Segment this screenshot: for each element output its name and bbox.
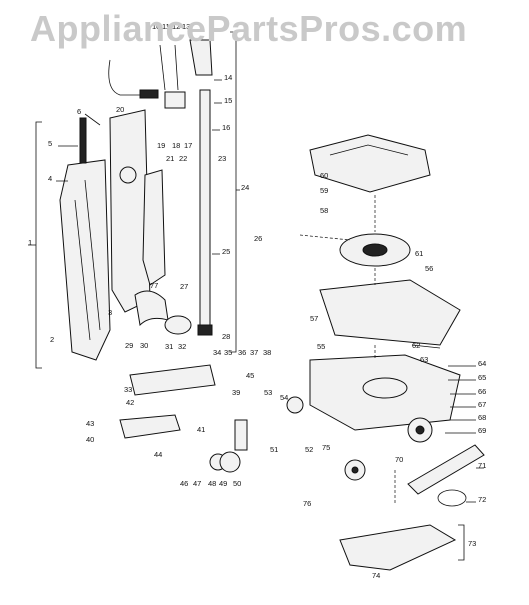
callout-56: 56	[425, 264, 433, 273]
base-housing	[309, 354, 461, 431]
switch-assembly	[159, 44, 186, 109]
callout-51: 51	[270, 445, 278, 454]
inner-bag	[142, 169, 166, 286]
callout-74: 74	[372, 571, 380, 580]
callout-16: 16	[222, 123, 230, 132]
callout-59: 59	[320, 186, 328, 195]
callout-23: 23	[218, 154, 226, 163]
callout-12: 12	[172, 22, 180, 31]
callout-73: 73	[468, 539, 476, 548]
callout-18: 18	[172, 141, 180, 150]
callout-64: 64	[478, 359, 486, 368]
callout-66: 66	[478, 387, 486, 396]
agitator	[407, 444, 485, 495]
callout-35: 35	[224, 348, 232, 357]
callout-30: 30	[140, 341, 148, 350]
callout-20: 20	[116, 105, 124, 114]
callout-22: 22	[179, 154, 187, 163]
callout-27: 27	[180, 282, 188, 291]
callout-49: 49	[219, 479, 227, 488]
callout-42: 42	[126, 398, 134, 407]
callout-40: 40	[86, 435, 94, 444]
callout-5: 5	[48, 139, 52, 148]
callout-24: 24	[241, 183, 249, 192]
motor-fan	[339, 233, 411, 267]
handle-tube	[189, 39, 213, 336]
hose	[134, 290, 192, 335]
bumper	[319, 279, 461, 346]
callout-10: 10	[152, 22, 160, 31]
cord-hook	[108, 59, 159, 99]
callout-58: 58	[320, 206, 328, 215]
callout-14: 14	[224, 73, 232, 82]
callout-68: 68	[478, 413, 486, 422]
callout-31: 31	[165, 342, 173, 351]
belt	[437, 489, 467, 507]
callout-26: 26	[254, 234, 262, 243]
front-wheel	[344, 459, 366, 481]
callout-15: 15	[224, 96, 232, 105]
callout-72: 72	[478, 495, 486, 504]
callout-37: 37	[250, 348, 258, 357]
callout-50: 50	[233, 479, 241, 488]
callout-29: 29	[125, 341, 133, 350]
callout-75: 75	[322, 443, 330, 452]
callout-46: 46	[180, 479, 188, 488]
rear-wheel	[407, 417, 433, 443]
callout-4: 4	[48, 174, 52, 183]
callout-1: 1	[28, 238, 32, 247]
callout-76: 76	[303, 499, 311, 508]
callout-34: 34	[213, 348, 221, 357]
callout-28: 28	[222, 332, 230, 341]
callout-63: 63	[420, 355, 428, 364]
callout-6: 6	[77, 107, 81, 116]
callout-38: 38	[263, 348, 271, 357]
callout-57: 57	[310, 314, 318, 323]
callout-17: 17	[184, 141, 192, 150]
callout-43: 43	[86, 419, 94, 428]
callout-60: 60	[320, 171, 328, 180]
outer-bag	[59, 159, 111, 361]
callout-21: 21	[166, 154, 174, 163]
callout-labels: 1 2 3 4 5 6 10 11 12 13 14 15 16 17 18 1…	[28, 22, 486, 580]
callout-41: 41	[197, 425, 205, 434]
motor-hood	[309, 134, 431, 193]
bottom-plate	[339, 524, 457, 571]
callout-69: 69	[478, 426, 486, 435]
callout-70: 70	[395, 455, 403, 464]
callout-33: 33	[124, 385, 132, 394]
callout-53: 53	[264, 388, 272, 397]
callout-25: 25	[222, 247, 230, 256]
bag-top-clip	[79, 117, 87, 164]
callout-39: 39	[232, 388, 240, 397]
callout-65: 65	[478, 373, 486, 382]
callout-44: 44	[154, 450, 162, 459]
dashed-guides	[299, 195, 396, 505]
callout-71: 71	[478, 461, 486, 470]
callout-11: 11	[162, 22, 170, 31]
callout-45: 45	[246, 371, 254, 380]
callout-32: 32	[178, 342, 186, 351]
wheel-axle-parts	[119, 364, 304, 473]
callout-47: 47	[193, 479, 201, 488]
callout-2: 2	[50, 335, 54, 344]
watermark: AppliancePartsPros.com	[30, 8, 468, 49]
callout-19: 19	[157, 141, 165, 150]
callout-3: 3	[108, 308, 112, 317]
leader-lines	[28, 79, 484, 503]
callout-67: 67	[478, 400, 486, 409]
callout-77: 77	[150, 281, 158, 290]
callout-52: 52	[305, 445, 313, 454]
callout-36: 36	[238, 348, 246, 357]
callout-61: 61	[415, 249, 423, 258]
callout-13: 13	[182, 22, 190, 31]
plate-bracket	[458, 524, 465, 561]
callout-55: 55	[317, 342, 325, 351]
callout-48: 48	[208, 479, 216, 488]
callout-54: 54	[280, 393, 288, 402]
